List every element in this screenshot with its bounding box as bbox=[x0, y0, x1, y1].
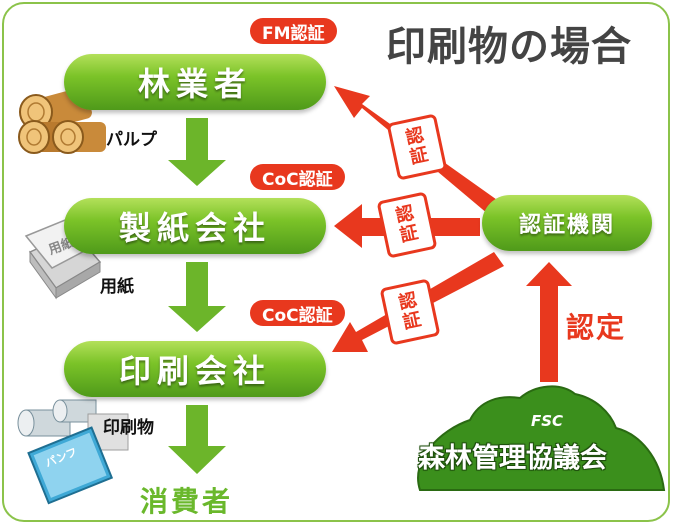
badge-coc-print: CoC認証 bbox=[250, 300, 345, 326]
stamp-bottom: 証 bbox=[397, 222, 420, 247]
page-title: 印刷物の場合 bbox=[386, 24, 632, 70]
label-printed: 印刷物 bbox=[103, 418, 154, 438]
stamp-bottom: 証 bbox=[407, 144, 430, 169]
label-pulp: パルプ bbox=[106, 130, 157, 150]
fsc-logo-text: FSC bbox=[531, 412, 564, 430]
label-accreditation: 認定 bbox=[566, 311, 627, 344]
arrow-fsc-to-certifier bbox=[526, 262, 572, 382]
fsc-name: 森林管理協議会 bbox=[418, 443, 607, 474]
node-paper-company: 製紙会社 bbox=[64, 198, 326, 254]
stamp-bottom: 証 bbox=[400, 309, 423, 334]
arrow-printing-to-consumer bbox=[168, 405, 226, 474]
label-paper: 用紙 bbox=[100, 277, 134, 297]
node-certifier: 認証機関 bbox=[482, 195, 652, 251]
badge-fm-cert: FM認証 bbox=[250, 18, 337, 44]
logs-illustration bbox=[18, 87, 106, 154]
printed-matter-illustration: パンフ bbox=[17, 399, 129, 505]
fsc-mountain bbox=[417, 385, 666, 491]
node-printing-company: 印刷会社 bbox=[64, 341, 326, 397]
badge-coc-paper: CoC認証 bbox=[250, 164, 345, 190]
arrow-forestry-to-paper bbox=[168, 118, 226, 186]
node-forestry: 林業者 bbox=[64, 54, 326, 110]
flow-arrows bbox=[168, 118, 226, 474]
arrow-paper-to-printing bbox=[168, 262, 226, 332]
label-consumer: 消費者 bbox=[140, 485, 234, 518]
